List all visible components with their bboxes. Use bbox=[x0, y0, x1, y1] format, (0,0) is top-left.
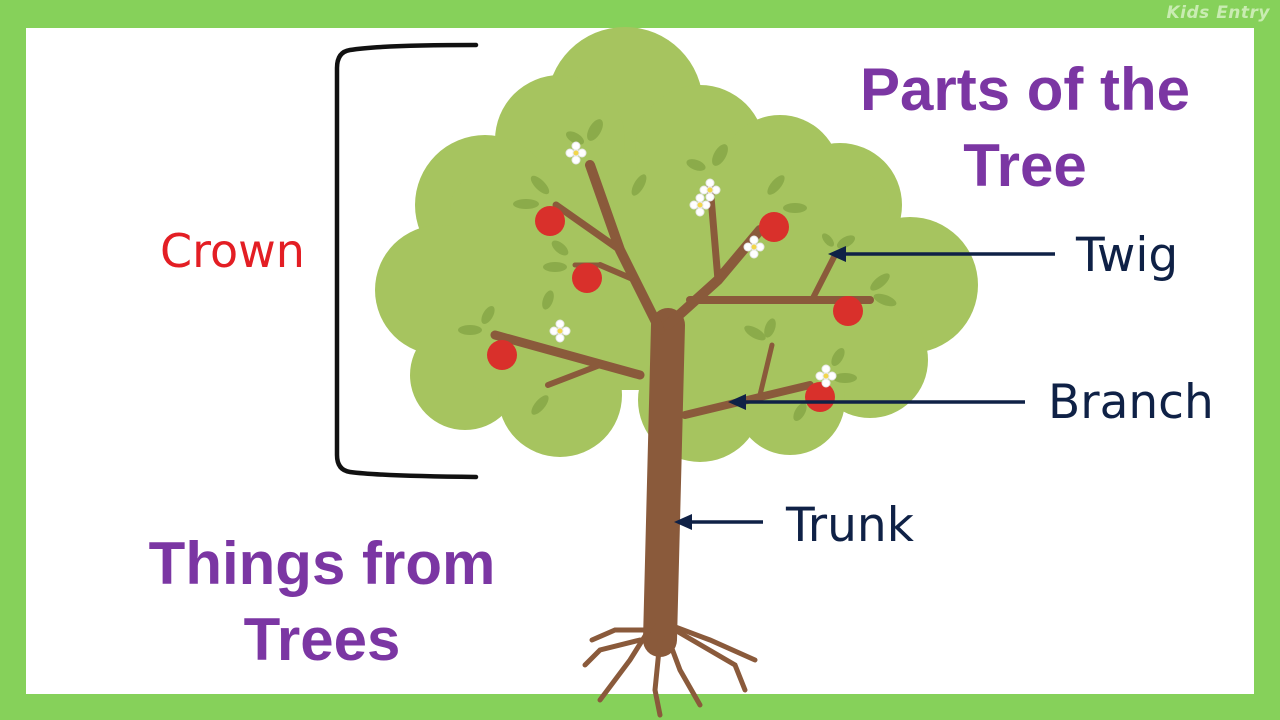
apple bbox=[759, 212, 789, 242]
twig-arrow bbox=[828, 246, 1055, 262]
tree-foliage bbox=[375, 27, 978, 462]
tree-flowers bbox=[549, 141, 837, 388]
trunk-arrow bbox=[674, 514, 763, 530]
flower bbox=[815, 364, 837, 388]
twig-label: Twig bbox=[1076, 228, 1179, 283]
trunk-label: Trunk bbox=[786, 498, 914, 553]
apple bbox=[487, 340, 517, 370]
flower bbox=[699, 178, 721, 202]
watermark: Kids Entry bbox=[1166, 3, 1270, 23]
branch-label: Branch bbox=[1048, 375, 1214, 430]
tree-leaves bbox=[458, 119, 897, 422]
tree-roots bbox=[582, 617, 758, 718]
crown-bracket bbox=[334, 42, 479, 480]
flower bbox=[549, 319, 571, 343]
pointer-arrows bbox=[674, 246, 1055, 530]
apple bbox=[805, 382, 835, 412]
apple bbox=[833, 296, 863, 326]
flower bbox=[743, 235, 765, 259]
page-title: Parts of the Tree bbox=[859, 56, 1191, 199]
apple bbox=[535, 206, 565, 236]
crown-label: Crown bbox=[160, 224, 305, 278]
tree-apples bbox=[487, 206, 863, 412]
page-subtitle: Things from Trees bbox=[148, 530, 496, 673]
tree-wood bbox=[490, 160, 874, 657]
branch-arrow bbox=[728, 394, 1025, 410]
flower bbox=[689, 193, 711, 217]
flower bbox=[565, 141, 587, 165]
apple bbox=[572, 263, 602, 293]
